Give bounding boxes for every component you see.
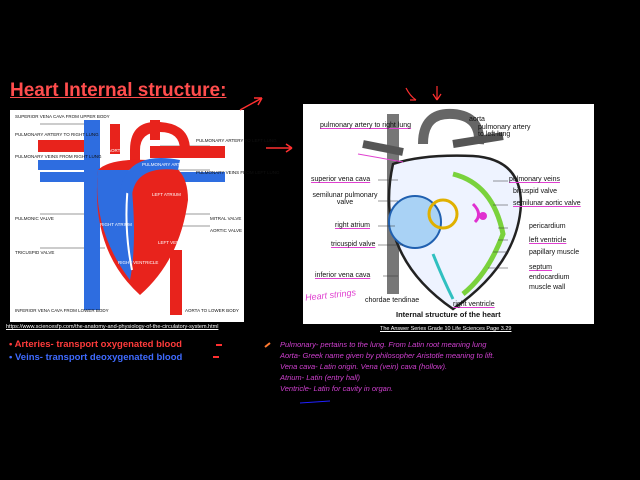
label-aorta-top: aorta <box>469 116 485 123</box>
label-superior-vena-cava: superior vena cava <box>311 176 371 183</box>
left-source-link[interactable]: https://www.sciencesfp.com/the-anatomy-a… <box>6 324 219 330</box>
left-heart-diagram: SUPERIOR VENA CAVA FROM UPPER BODY PULMO… <box>10 110 280 322</box>
label-ivc: INFERIOR VENA CAVA FROM LOWER BODY <box>15 308 109 313</box>
label-right-atrium: RIGHT ATRIUM <box>100 222 132 227</box>
label-pulmonary-artery: PULMONARY ARTERY <box>142 162 190 167</box>
label-mitral-valve: MITRAL VALVE <box>210 216 242 221</box>
label-chordae-tendinae: chordae tendinae <box>365 297 420 304</box>
label-aortic-valve: AORTIC VALVE <box>210 228 243 233</box>
label-septum: septum <box>529 264 552 271</box>
label-aorta-lower: AORTA TO LOWER BODY <box>185 308 239 313</box>
note-aorta: Aorta- Greek name given by philosopher A… <box>280 351 495 360</box>
label-papillary-muscle: papillary muscle <box>529 249 580 256</box>
label-semilunar-pulmonary-valve: semilunar pulmonary valve <box>312 192 378 206</box>
label-pa-left-lung: pulmonary artery to left lung <box>478 124 531 138</box>
heart-illustration-right <box>357 108 523 311</box>
bullet-veins-text: Veins- transport deoxygenated blood <box>14 352 183 363</box>
note-atrium: Atrium- Latin (entry hall) <box>280 373 361 382</box>
label-pericardium: pericardium <box>529 223 566 230</box>
label-semilunar-aortic-valve: semilunar aortic valve <box>513 200 581 207</box>
note-vena-cava: Vena cava- Latin origin. Vena (vein) cav… <box>280 362 448 371</box>
label-tricuspid-valve: TRICUSPID VALVE <box>15 250 55 255</box>
label-right-atrium: right atrium <box>335 222 371 229</box>
label-pv-right: PULMONARY VEINS FROM RIGHT LUNG <box>15 154 102 159</box>
label-left-ventricle: LEFT VENTRICLE <box>158 240 196 245</box>
right-source-text: The Answer Series Grade 10 Life Sciences… <box>380 326 512 332</box>
label-pulmonary-veins: pulmonary veins <box>509 176 560 183</box>
label-inferior-vena-cava: inferior vena cava <box>315 272 371 279</box>
note-pulmonary: Pulmonary- pertains to the lung. From La… <box>280 340 487 349</box>
heart-illustration-left <box>38 120 225 315</box>
label-endocardium: endocardium <box>529 274 570 281</box>
label-muscle-wall: muscle wall <box>529 284 566 291</box>
label-right-ventricle: right ventricle <box>453 301 495 308</box>
bullet-arteries-text: Arteries- transport oxygenated blood <box>14 339 182 350</box>
label-pa-right-lung: pulmonary artery to right lung <box>320 122 412 129</box>
right-diagram-caption: Internal structure of the heart <box>396 310 501 319</box>
label-pv-left: PULMONARY VEINS FROM LEFT LUNG <box>196 170 280 175</box>
label-bicuspid-valve: bicuspid valve <box>513 188 557 195</box>
label-left-atrium: LEFT ATRIUM <box>152 192 181 197</box>
label-left-ventricle: left ventricle <box>529 237 567 244</box>
label-aorta: AORTA <box>108 148 124 153</box>
note-ventricle: Ventricle- Latin for cavity in organ. <box>280 384 394 393</box>
slide-title: Heart Internal structure: <box>10 80 227 101</box>
label-right-ventricle: RIGHT VENTRICLE <box>118 260 159 265</box>
label-pulmonic-valve: PULMONIC VALVE <box>15 216 54 221</box>
label-svc: SUPERIOR VENA CAVA FROM UPPER BODY <box>15 114 110 119</box>
right-heart-diagram: pulmonary artery to right lung superior … <box>303 104 594 324</box>
bullet-arteries: • Arteries- transport oxygenated blood <box>9 339 182 350</box>
label-pa-right: PULMONARY ARTERY TO RIGHT LUNG <box>15 132 99 137</box>
bullet-veins: • Veins- transport deoxygenated blood <box>9 352 183 363</box>
label-pa-left: PULMONARY ARTERY TO LEFT LUNG <box>196 138 277 143</box>
label-tricuspid-valve: tricuspid valve <box>331 241 376 248</box>
